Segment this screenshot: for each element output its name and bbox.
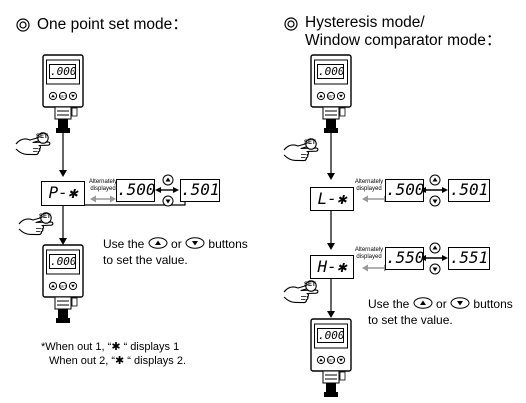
l-value-display-2: .501	[448, 179, 490, 202]
right-title-line2: Window comparator mode：	[305, 32, 502, 49]
device-lcd: .000	[49, 254, 77, 269]
pointing-hand-icon	[283, 280, 323, 304]
instruction-suffix: buttons	[473, 297, 513, 311]
alternately-line2: displayed	[356, 254, 382, 260]
down-triangle-button-icon	[429, 263, 441, 275]
set-label: SET	[304, 140, 316, 146]
alternately-line1: Alternately	[354, 247, 384, 253]
l-alternately-label: Alternately displayed	[352, 179, 386, 193]
param-display-h: H-✱	[310, 255, 354, 279]
instruction-prefix: Use the	[103, 237, 145, 251]
hand-set-right-2: SET	[283, 280, 323, 304]
alternately-line2: displayed	[356, 186, 382, 192]
down-triangle-button-icon	[162, 195, 174, 207]
double-circle-icon	[16, 18, 30, 32]
hand-set-left-2: SET	[18, 212, 58, 236]
instruction-or: or	[436, 297, 447, 311]
right-instruction: Use the or buttons to set the value.	[368, 296, 513, 328]
h-alternately-label: Alternately displayed	[352, 247, 386, 261]
pointing-hand-icon	[18, 212, 58, 236]
footnote-line2: When out 2, “✱ “ displays 2.	[49, 355, 186, 367]
set-label: SET	[304, 282, 316, 288]
value-display-1: .500	[116, 179, 156, 202]
device-lcd: .000	[49, 64, 77, 79]
device-lcd: .000	[317, 328, 345, 343]
up-triangle-button-icon	[429, 174, 441, 186]
param-display-p: P-✱	[41, 181, 85, 206]
right-title-line1: Hysteresis mode/	[305, 14, 425, 31]
instruction-prefix: Use the	[368, 297, 410, 311]
hand-set-left-1: SET	[15, 132, 55, 156]
device-right-top: .000	[310, 54, 352, 134]
up-triangle-button-icon	[413, 297, 433, 309]
footnote: *When out 1, “✱ “ displays 1 When out 2,…	[41, 340, 186, 368]
device-right-bottom: .000	[310, 318, 352, 398]
h-value-display-1: .550	[385, 247, 425, 270]
instruction-suffix: buttons	[208, 237, 248, 251]
set-label: SET	[39, 214, 51, 220]
device-lcd: .000	[317, 64, 345, 79]
left-instruction: Use the or buttons to set the value.	[103, 236, 248, 268]
param-display-l: L-✱	[310, 187, 354, 211]
alternately-line1: Alternately	[354, 179, 384, 185]
instruction-line2: to set the value.	[103, 253, 188, 267]
down-triangle-button-icon	[429, 195, 441, 207]
double-circle-icon	[284, 17, 298, 31]
set-label: SET	[36, 134, 48, 140]
down-triangle-button-icon	[185, 237, 205, 249]
up-triangle-button-icon	[162, 174, 174, 186]
device-left-bottom: .000	[42, 244, 84, 324]
pointing-hand-icon	[283, 138, 323, 162]
left-title: One point set mode：	[37, 16, 188, 33]
down-triangle-button-icon	[450, 297, 470, 309]
hand-set-right-1: SET	[283, 138, 323, 162]
alternately-label: Alternately displayed	[86, 179, 120, 193]
instruction-line2: to set the value.	[368, 313, 453, 327]
up-triangle-button-icon	[429, 242, 441, 254]
pointing-hand-icon	[15, 132, 55, 156]
l-value-display-1: .500	[385, 179, 425, 202]
footnote-line1: *When out 1, “✱ “ displays 1	[41, 341, 180, 353]
alternately-line2: displayed	[90, 186, 116, 192]
instruction-or: or	[171, 237, 182, 251]
value-display-2: .501	[180, 179, 220, 202]
device-left-top: .000	[42, 54, 84, 134]
alternately-line1: Alternately	[88, 179, 118, 185]
h-value-display-2: .551	[448, 247, 490, 270]
up-triangle-button-icon	[148, 237, 168, 249]
